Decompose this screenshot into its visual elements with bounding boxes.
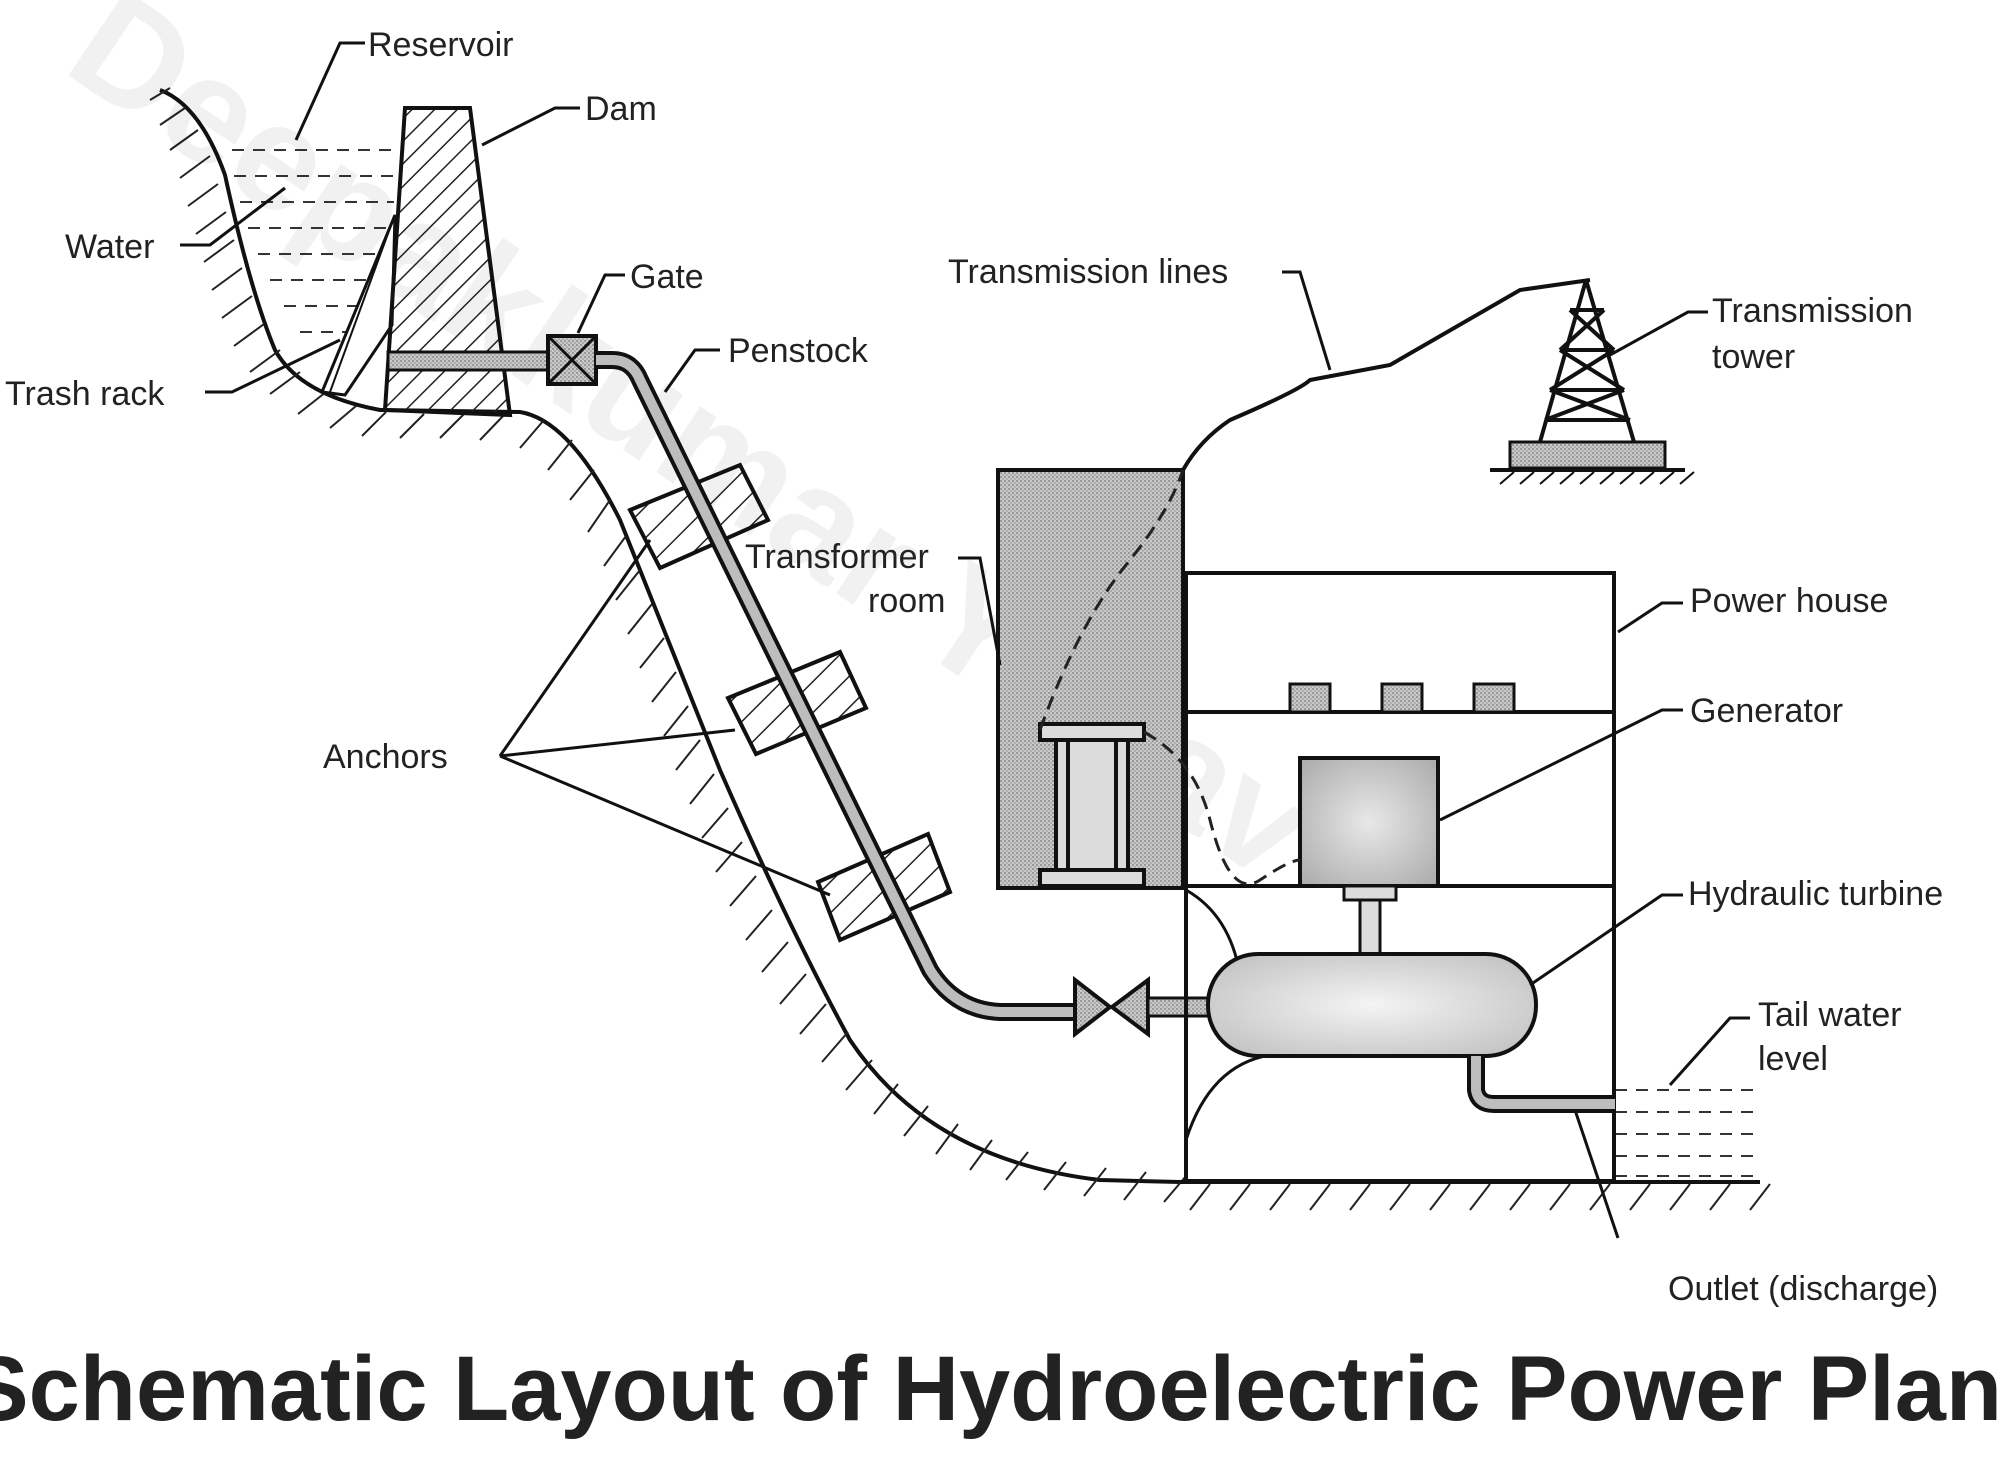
leader-trash-rack [205, 338, 341, 394]
label-transmission-tower-line2: tower [1712, 338, 1795, 376]
leader-gate [576, 273, 625, 334]
label-hydraulic-turbine: Hydraulic turbine [1688, 875, 1943, 913]
cable-transformer [1038, 469, 1185, 731]
leader-anchor-2 [499, 728, 736, 758]
label-outlet: Outlet (discharge) [1668, 1270, 1938, 1308]
leader-penstock [663, 348, 720, 393]
leader-transmission-lines [1282, 270, 1332, 371]
tail-water [1615, 1089, 1760, 1177]
crane-blocks [1288, 682, 1516, 714]
diagram-title: Schematic Layout of Hydroelectric Power … [0, 1338, 2000, 1440]
cable-generator [1143, 730, 1301, 886]
label-tail-water-line2: level [1758, 1040, 1828, 1078]
label-reservoir: Reservoir [368, 26, 513, 64]
label-generator: Generator [1690, 692, 1843, 730]
leader-generator [1439, 708, 1683, 822]
main-valve [1073, 975, 1150, 1039]
leader-anchor-1 [498, 539, 652, 757]
label-dam: Dam [585, 90, 657, 128]
outlet-pipe [1467, 1056, 1615, 1113]
turbine-shaft [1342, 884, 1398, 956]
leader-power-house [1617, 601, 1683, 634]
label-transmission-tower-line1: Transmission [1712, 292, 1913, 330]
labels: Reservoir Dam Water Trash rack Gate Pens… [5, 26, 1943, 1308]
leader-reservoir [294, 41, 365, 141]
label-anchors: Anchors [323, 738, 448, 776]
label-transformer-room-line1: Transformer [745, 538, 929, 576]
leader-anchor-3 [499, 754, 831, 897]
leader-lines [180, 41, 1750, 1239]
terrain-left [159, 88, 1181, 1184]
label-power-house: Power house [1690, 582, 1888, 620]
leader-hydraulic-turbine [1529, 893, 1683, 987]
leader-transformer-room [958, 556, 1002, 666]
transformer [1038, 722, 1146, 888]
label-transmission-lines: Transmission lines [948, 253, 1228, 291]
label-tail-water-line1: Tail water [1758, 996, 1902, 1034]
transmission-tower [1490, 279, 1695, 485]
label-penstock: Penstock [728, 332, 869, 370]
terrain-hatching [149, 87, 1187, 1203]
label-gate: Gate [630, 258, 704, 296]
leader-transmission-tower [1609, 310, 1708, 357]
valve-to-turbine-pipe [1146, 996, 1212, 1018]
generator [1298, 756, 1440, 888]
intake-pipe [386, 350, 550, 372]
transmission-line [1181, 278, 1591, 471]
gate [546, 334, 598, 386]
leader-dam [481, 106, 580, 147]
leader-outlet [1573, 1109, 1620, 1239]
ground-hatching [1189, 1183, 1771, 1211]
label-water: Water [65, 228, 154, 266]
leader-water [180, 186, 286, 247]
dam [382, 106, 513, 418]
label-transformer-room-line2: room [868, 582, 945, 620]
hydraulic-turbine [1206, 952, 1538, 1058]
label-trash-rack: Trash rack [5, 375, 165, 413]
leader-tail-water [1668, 1016, 1750, 1087]
